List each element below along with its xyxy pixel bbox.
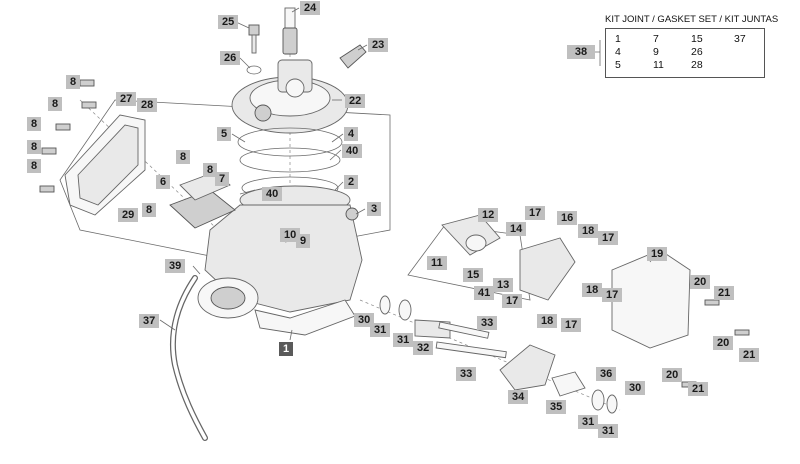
callout-8: 8	[27, 159, 42, 173]
callout-17: 17	[561, 318, 582, 332]
kit-cell: 11	[653, 59, 664, 71]
kit-reference-label: 38	[567, 45, 595, 59]
kit-title: KIT JOINT / GASKET SET / KIT JUNTAS	[605, 14, 779, 25]
callout-36: 36	[596, 367, 617, 381]
kit-cell: 28	[691, 59, 703, 71]
exhaust-valve-group	[407, 214, 750, 388]
callout-26: 26	[220, 51, 241, 65]
callout-6: 6	[156, 175, 171, 189]
callout-17: 17	[602, 288, 623, 302]
callout-8: 8	[176, 150, 191, 164]
kit-cell: 7	[653, 33, 659, 45]
kit-cell: 37	[734, 33, 746, 45]
callout-31: 31	[598, 424, 619, 438]
callout-24: 24	[300, 1, 321, 15]
callout-33: 33	[456, 367, 477, 381]
shaft-parts	[379, 295, 618, 414]
callout-1: 1	[279, 342, 294, 356]
callout-21: 21	[714, 286, 735, 300]
callout-28: 28	[137, 98, 158, 112]
callout-37: 37	[139, 314, 160, 328]
callout-16: 16	[557, 211, 578, 225]
kit-cell: 4	[615, 46, 621, 58]
kit-cell: 15	[691, 33, 703, 45]
callout-27: 27	[116, 92, 137, 106]
callout-12: 12	[478, 208, 499, 222]
callout-3: 3	[367, 202, 382, 216]
callout-21: 21	[688, 382, 709, 396]
callout-39: 39	[165, 259, 186, 273]
callout-31: 31	[578, 415, 599, 429]
callout-11: 11	[427, 256, 447, 270]
callout-13: 13	[493, 278, 514, 292]
callout-4: 4	[344, 127, 359, 141]
head-gaskets	[237, 127, 343, 200]
callout-2: 2	[344, 175, 359, 189]
callout-40: 40	[262, 187, 283, 201]
callout-10: 10	[280, 228, 301, 242]
callout-33: 33	[477, 316, 498, 330]
callout-30: 30	[354, 313, 375, 327]
kit-cell: 26	[691, 46, 703, 58]
callout-40: 40	[342, 144, 363, 158]
callout-35: 35	[546, 400, 567, 414]
callout-17: 17	[598, 231, 619, 245]
callout-19: 19	[647, 247, 668, 261]
callout-17: 17	[502, 294, 523, 308]
callout-14: 14	[506, 222, 527, 236]
callout-31: 31	[370, 323, 391, 337]
callout-32: 32	[413, 341, 434, 355]
callout-21: 21	[739, 348, 760, 362]
callout-20: 20	[662, 368, 683, 382]
callout-22: 22	[345, 94, 366, 108]
callout-18: 18	[582, 283, 603, 297]
callout-20: 20	[690, 275, 711, 289]
callout-18: 18	[578, 224, 599, 238]
callout-30: 30	[625, 381, 646, 395]
cylinder-head-cover	[231, 59, 349, 134]
callout-15: 15	[463, 268, 484, 282]
callout-8: 8	[66, 75, 81, 89]
callout-8: 8	[27, 140, 42, 154]
callout-8: 8	[48, 97, 63, 111]
callout-9: 9	[296, 234, 311, 248]
callout-18: 18	[537, 314, 558, 328]
reed-cover-group	[59, 99, 391, 261]
callout-17: 17	[525, 206, 546, 220]
kit-cell: 5	[615, 59, 621, 71]
callout-31: 31	[393, 333, 414, 347]
callout-20: 20	[713, 336, 734, 350]
callout-34: 34	[508, 390, 529, 404]
callout-23: 23	[368, 38, 389, 52]
callout-8: 8	[142, 203, 157, 217]
callout-29: 29	[118, 208, 139, 222]
callout-41: 41	[474, 286, 495, 300]
bolts	[39, 7, 367, 193]
callout-8: 8	[27, 117, 42, 131]
callout-8: 8	[203, 163, 218, 177]
kit-table	[605, 28, 765, 78]
callout-5: 5	[217, 127, 232, 141]
callout-25: 25	[218, 15, 239, 29]
callout-7: 7	[215, 172, 230, 186]
kit-cell: 1	[615, 33, 621, 45]
kit-cell: 9	[653, 46, 659, 58]
